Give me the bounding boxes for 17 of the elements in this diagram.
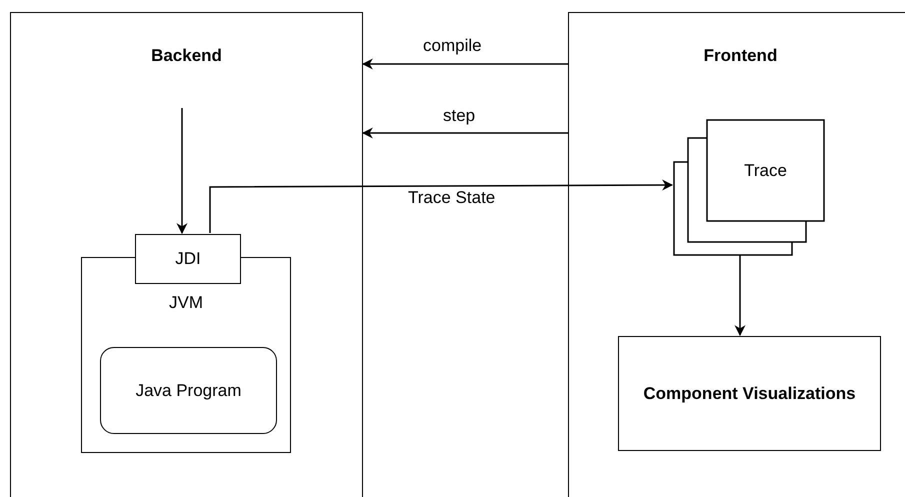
panel [568, 12, 905, 497]
box-title: Frontend [702, 45, 778, 67]
arrow [176, 108, 188, 234]
panel [10, 12, 363, 497]
process-box [618, 336, 881, 451]
box-label: Trace [743, 160, 788, 182]
arrow [209, 180, 674, 233]
arrow [734, 255, 746, 336]
box-label: JDI [174, 248, 202, 270]
box-label: Java Program [134, 380, 242, 402]
arrow [362, 58, 568, 70]
rounded-box [100, 347, 277, 434]
arrow [362, 128, 568, 138]
process-box [135, 234, 241, 284]
box-title: Backend [150, 45, 223, 67]
box-title: JVM [168, 292, 204, 314]
box-label: Component Visualizations [642, 382, 857, 404]
